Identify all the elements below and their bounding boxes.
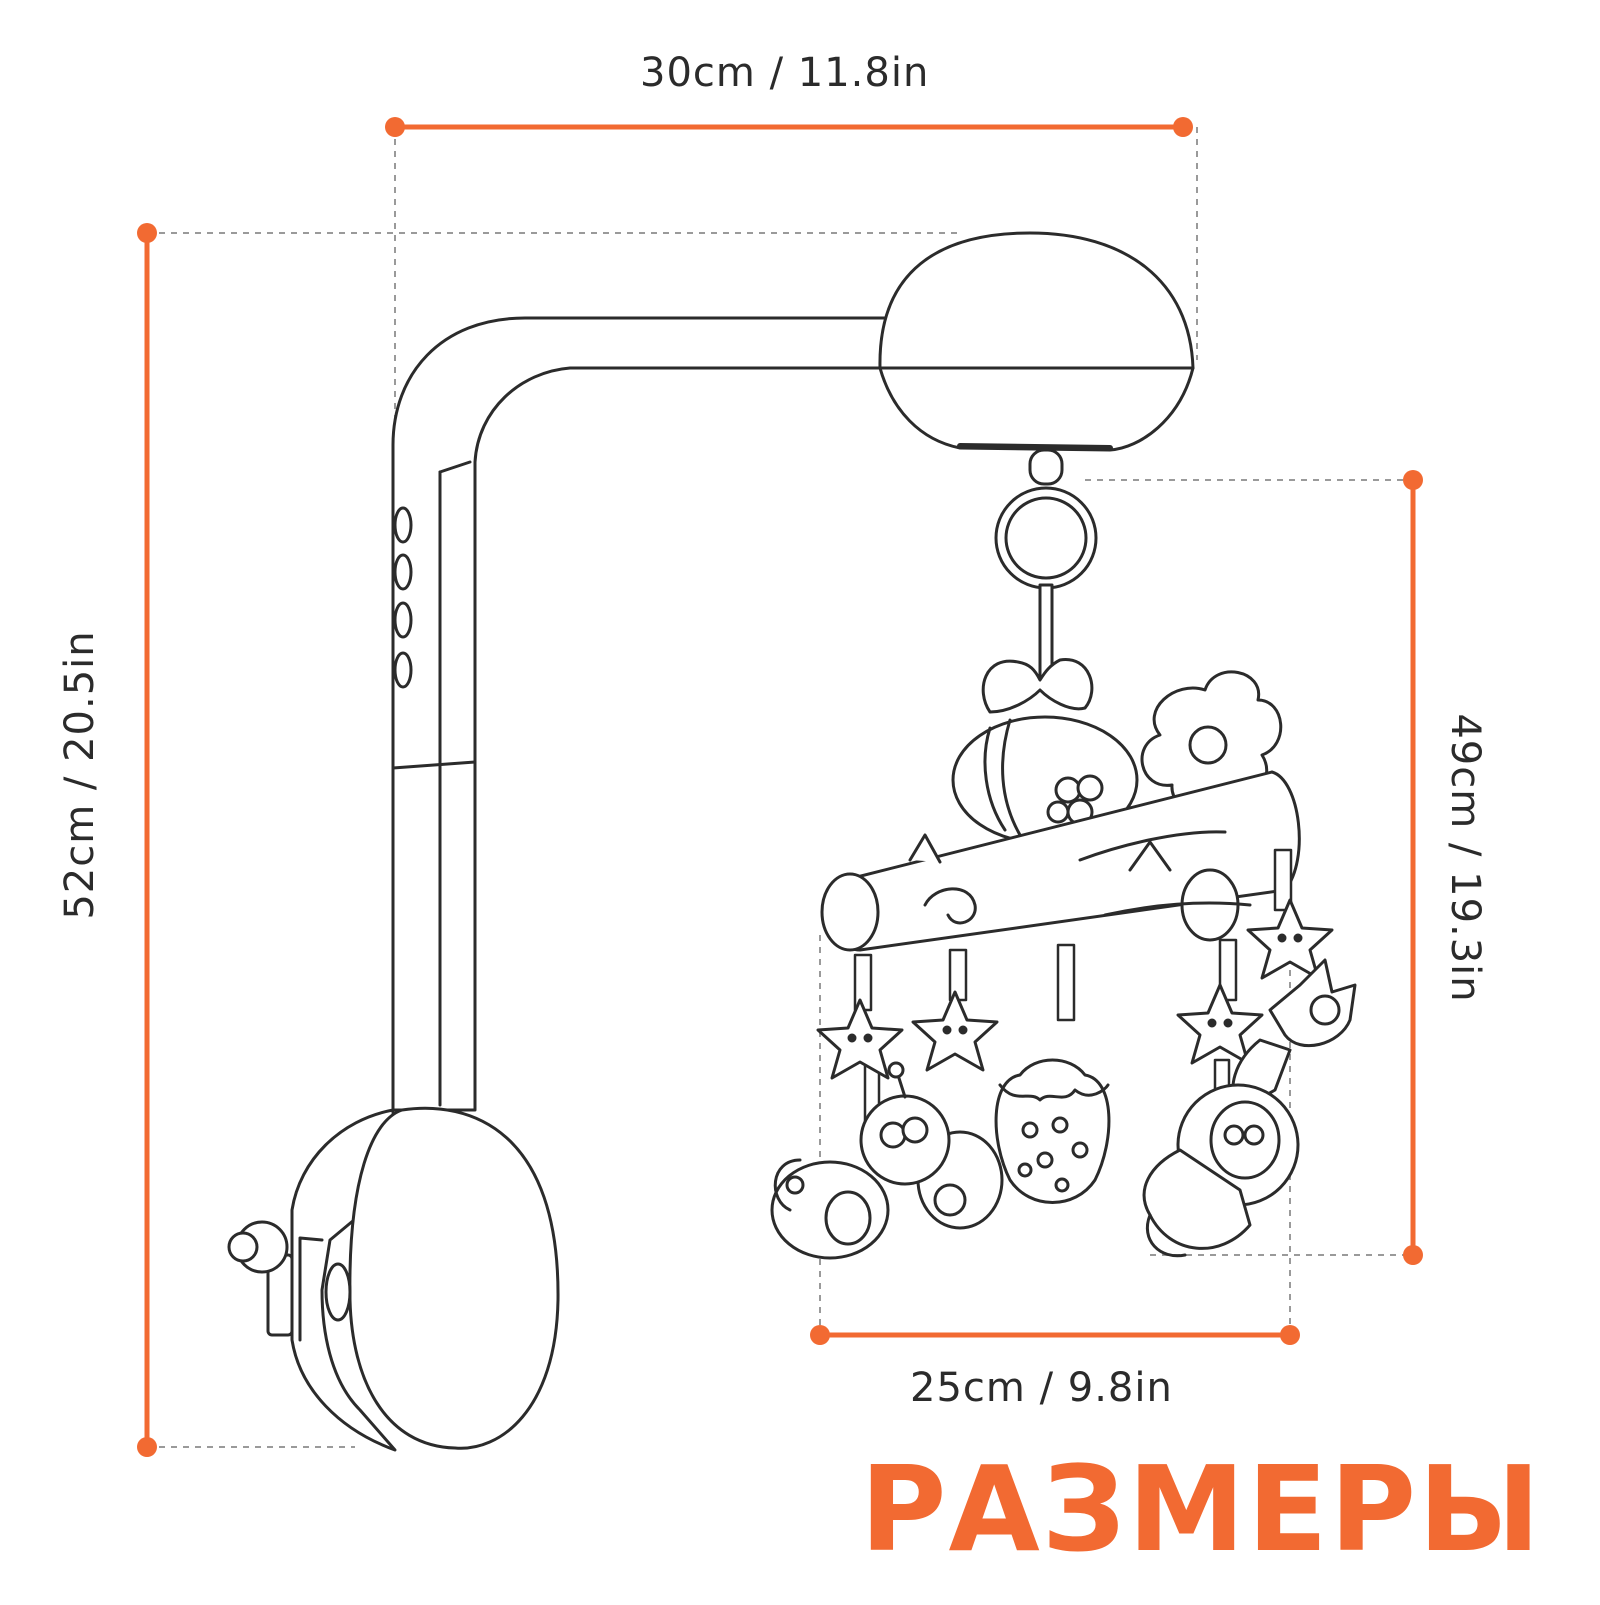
control-button	[393, 506, 413, 544]
page-title: РАЗМЕРЫ	[860, 1440, 1543, 1578]
guide-lines	[147, 127, 1413, 1448]
clamp-pad	[348, 1106, 560, 1450]
bee-wing	[981, 658, 1094, 714]
music-box-top	[878, 231, 1195, 370]
dim-dot	[137, 1437, 157, 1457]
height-dimension-label: 52cm / 20.5in	[57, 630, 103, 920]
dim-dot	[1403, 470, 1423, 490]
dim-dot	[810, 1325, 830, 1345]
dim-dot	[137, 223, 157, 243]
dim-dot	[1173, 117, 1193, 137]
mobile-width-label: 25cm / 9.8in	[910, 1365, 1173, 1411]
control-button	[393, 553, 413, 591]
mobile-arm-illustration	[227, 231, 1195, 1452]
dim-dot	[385, 117, 405, 137]
mobile-height-label: 49cm / 19.3in	[1442, 713, 1488, 1003]
star	[1176, 983, 1264, 1065]
dim-dot	[1403, 1245, 1423, 1265]
star	[911, 990, 999, 1072]
star	[816, 998, 904, 1080]
hanging-mobile-illustration	[770, 448, 1357, 1260]
strawberry	[994, 1058, 1111, 1204]
arm-outline	[391, 316, 892, 1112]
control-button	[393, 651, 413, 689]
dim-dot	[1280, 1325, 1300, 1345]
arm-seam	[391, 760, 477, 770]
music-box-bottom	[878, 366, 1195, 452]
control-button	[393, 601, 413, 639]
star	[1246, 898, 1334, 980]
dimension-lines	[137, 117, 1423, 1457]
width-dimension-label: 30cm / 11.8in	[640, 50, 930, 96]
